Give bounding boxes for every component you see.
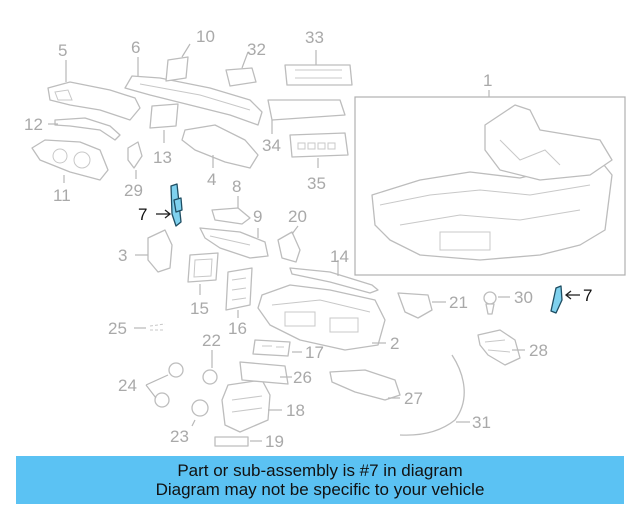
callout-33: 33 [305, 28, 324, 47]
part-7-bracket-right[interactable] [550, 285, 580, 314]
part-1-dash-frame-assembly[interactable] [354, 90, 626, 276]
callout-29: 29 [124, 181, 143, 200]
part-34-trim-cover[interactable] [267, 99, 346, 134]
part-31-cable[interactable] [399, 354, 470, 436]
parts-diagram: 1 2 3 4 5 6 7 [24, 27, 626, 451]
info-banner: Part or sub-assembly is #7 in diagram Di… [16, 456, 624, 504]
banner-line-2: Diagram may not be specific to your vehi… [155, 480, 485, 499]
part-23-knob[interactable] [191, 399, 209, 427]
part-22-knob[interactable] [202, 350, 218, 385]
callout-15: 15 [190, 299, 209, 318]
callout-24: 24 [118, 376, 137, 395]
callout-9: 9 [253, 207, 262, 226]
part-6-dash-top-panel[interactable] [124, 57, 263, 126]
part-25-clip[interactable] [134, 323, 166, 331]
part-21-side-duct[interactable] [397, 292, 446, 319]
callout-11: 11 [53, 186, 71, 205]
callout-1: 1 [483, 71, 492, 90]
callout-27: 27 [404, 389, 423, 408]
callout-2: 2 [390, 334, 399, 353]
part-26-trim-panel[interactable] [239, 361, 292, 385]
callout-21: 21 [449, 293, 468, 312]
callout-16: 16 [228, 319, 247, 338]
part-19-trim-strip[interactable] [214, 436, 262, 447]
callout-5: 5 [58, 41, 67, 60]
callout-32: 32 [247, 40, 266, 59]
part-24-switch-knobs[interactable] [145, 362, 184, 408]
callout-28: 28 [529, 341, 548, 360]
part-5-dash-upper-cover[interactable] [47, 60, 141, 121]
banner-line-1: Part or sub-assembly is #7 in diagram [177, 461, 463, 480]
callout-18: 18 [286, 401, 305, 420]
part-33-upper-vent[interactable] [284, 50, 353, 86]
part-4-upper-trim-panel[interactable] [181, 124, 259, 169]
part-3-side-trim[interactable] [135, 229, 173, 273]
part-17-switch-panel[interactable] [252, 339, 302, 357]
part-16-vent-bezel[interactable] [225, 267, 253, 318]
callout-7-right: 7 [583, 286, 592, 305]
part-10-cover-plate[interactable] [165, 43, 191, 82]
callout-10: 10 [196, 27, 215, 46]
part-13-cover-panel[interactable] [149, 103, 179, 143]
part-28-bracket[interactable] [477, 329, 525, 366]
part-9-bracket-assembly[interactable] [199, 227, 269, 259]
callout-19: 19 [265, 432, 284, 451]
callout-3: 3 [118, 246, 127, 265]
callout-20: 20 [288, 207, 307, 226]
callout-30: 30 [514, 288, 533, 307]
part-11-instrument-cluster-bezel[interactable] [31, 139, 109, 183]
callout-13: 13 [153, 148, 172, 167]
part-8-duct[interactable] [211, 196, 251, 225]
part-30-sensor[interactable] [483, 291, 510, 315]
part-15-bezel-frame[interactable] [187, 252, 219, 295]
part-18-center-bezel[interactable] [221, 379, 282, 433]
callout-23: 23 [170, 427, 189, 446]
callout-6: 6 [131, 38, 140, 57]
callout-12: 12 [24, 115, 43, 134]
callout-4: 4 [207, 170, 216, 189]
part-7-bracket-left[interactable] [156, 183, 183, 227]
callout-17: 17 [305, 343, 324, 362]
part-12-dash-trim-strip[interactable] [48, 117, 121, 141]
callout-25: 25 [108, 319, 127, 338]
callout-7-left: 7 [138, 205, 147, 224]
callout-8: 8 [232, 177, 241, 196]
part-27-lower-cover[interactable] [329, 369, 401, 401]
part-14-defroster-trim[interactable] [289, 260, 379, 294]
part-29-small-bracket[interactable] [127, 141, 143, 179]
callout-26: 26 [293, 368, 312, 387]
part-32-display-unit[interactable] [225, 51, 257, 87]
part-20-support-bracket[interactable] [277, 225, 301, 263]
part-2-lower-dash-panel[interactable] [257, 284, 386, 351]
callout-22: 22 [202, 331, 221, 350]
callout-35: 35 [307, 174, 326, 193]
callout-34: 34 [262, 136, 281, 155]
part-35-control-panel[interactable] [289, 132, 349, 168]
callout-31: 31 [472, 413, 491, 432]
callout-14: 14 [330, 247, 349, 266]
